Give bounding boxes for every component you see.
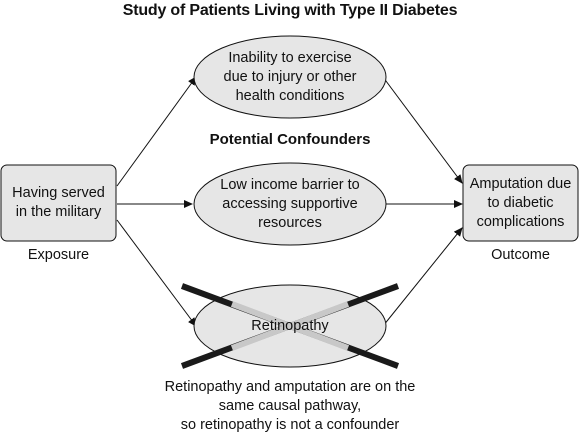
confounder-label-retinopathy: Retinopathy [251,317,329,334]
arrow-retinopathy-to-outcome [382,227,463,327]
outcome-caption: Outcome [491,247,550,263]
confounder-label-exercise: Inability to exercise due to injury or o… [223,49,357,104]
confounder-ellipse-income [193,162,387,246]
arrow-exercise-to-outcome [382,76,463,184]
exposure-label: Having served in the military [12,185,105,220]
outcome-box [462,164,579,242]
arrow-exposure-to-exercise [116,76,197,187]
confounders-heading: Potential Confounders [209,131,371,148]
confounder-label-income: Low income barrier to accessing supporti… [220,176,360,231]
retinopathy-note: Retinopathy and amputation are on the sa… [164,379,416,433]
diagram-title: Study of Patients Living with Type II Di… [122,2,458,19]
arrow-exposure-to-retinopathy [116,219,197,327]
exposure-caption: Exposure [27,247,90,263]
exposure-box [0,164,117,242]
confounder-ellipse-exercise [193,35,387,119]
outcome-label: Amputation due to diabetic complications [469,175,572,230]
cross-out-mark [180,283,400,369]
